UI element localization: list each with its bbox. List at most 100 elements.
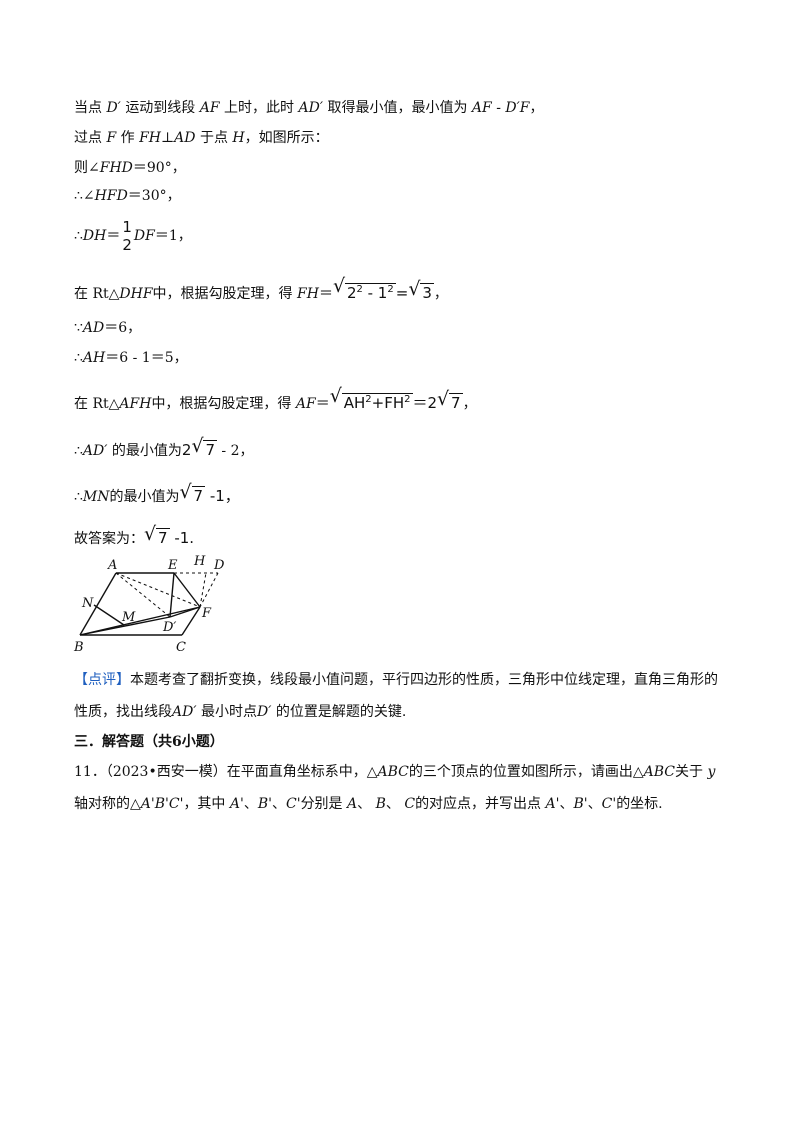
solution-line-8: ∴AH＝6 - 1＝5， [74, 348, 188, 368]
text: ∴ [74, 228, 83, 244]
var: D′ [256, 704, 272, 720]
sqrt-expression: 22 - 12 [333, 276, 396, 303]
denominator: 2 [122, 236, 132, 254]
solution-line-9: 在 Rt△AFH中，根据勾股定理，得 AF＝AH2+FH2＝27， [74, 386, 477, 414]
text: 、 [357, 796, 372, 812]
solution-line-2: 过点 F 作 FH⊥AD 于点 H，如图所示： [74, 128, 329, 148]
var: B [375, 796, 386, 812]
text: ＝90°， [132, 160, 186, 176]
text: 本题考查了翻折变换，线段最小值问题，平行四边形的性质，三角形中位线定理，直角三角… [130, 672, 718, 688]
var: H [232, 130, 245, 146]
text: ∴ [74, 350, 83, 366]
text: 、 [385, 796, 400, 812]
term: 2 [346, 284, 357, 302]
text: -1. [169, 529, 195, 547]
text: 的三个顶点的位置如图所示，请画出△ [408, 764, 644, 780]
solution-line-3: 则∠FHD＝90°， [74, 158, 186, 178]
label-B: B [73, 640, 84, 655]
var: HFD [94, 188, 128, 204]
text: 的最小值为 [109, 489, 180, 505]
text: ∴∠ [74, 188, 95, 204]
exponent: 2 [404, 394, 411, 405]
text: 作 [120, 130, 135, 146]
radicand: 7 [191, 486, 206, 505]
solution-line-1: 当点 D′ 运动到线段 AF 上时，此时 AD′ 取得最小值，最小值为 AF -… [74, 98, 544, 118]
text: 于点 [199, 130, 228, 146]
label-N: N [81, 596, 94, 611]
segment-NM [93, 604, 125, 626]
text: ＝ [315, 396, 330, 412]
text: 则∠ [74, 160, 100, 176]
text: 中，根据勾股定理，得 [152, 286, 293, 302]
sqrt-7: 7 [180, 482, 206, 506]
text: 当点 [74, 100, 102, 116]
label-D-prime: D′ [162, 620, 176, 635]
var: C [404, 796, 416, 812]
text: ＝ [318, 286, 333, 302]
radicand: 7 [449, 393, 463, 412]
text: 的坐标. [616, 796, 663, 812]
label-A: A [107, 558, 117, 573]
exponent: 2 [356, 284, 363, 295]
text: 取得最小值，最小值为 [327, 100, 468, 116]
problem-line-2: 轴对称的△A'B'C'，其中 A'、B'、C'分别是 A、 B、 C的对应点，并… [74, 794, 663, 814]
text: ＝30°， [127, 188, 181, 204]
sqrt-7: 7 [191, 436, 217, 460]
solution-line-10: ∴AD′ 的最小值为27 - 2， [74, 436, 254, 461]
label-D: D [213, 558, 225, 573]
text: 、 [243, 796, 258, 812]
var: C' [601, 796, 617, 812]
text: ， [529, 100, 544, 116]
var: AF [295, 396, 316, 412]
exponent: 2 [365, 394, 372, 405]
segment-CF [181, 606, 201, 636]
text: ＝6 - 1＝5， [105, 350, 188, 366]
segment-BF [79, 606, 201, 636]
label-M: M [121, 610, 136, 625]
label-E: E [167, 558, 178, 573]
sqrt-7: 7 [437, 389, 463, 413]
text: 分别是 [300, 796, 343, 812]
text: 、 [587, 796, 602, 812]
segment-DF-dashed [199, 572, 219, 608]
text: 、 [272, 796, 286, 812]
text: 关于 [674, 764, 703, 780]
radicand: 7 [156, 528, 170, 547]
var: MN [82, 489, 110, 505]
var: FHD [99, 160, 133, 176]
var: C' [286, 796, 301, 812]
var: AF - D′F [471, 100, 530, 116]
text: ∴ [74, 443, 83, 459]
label-H: H [193, 555, 206, 569]
term: +FH [371, 394, 405, 412]
term: - 1 [362, 284, 388, 302]
segment-EF [173, 572, 201, 608]
text: 性质，找出线段 [74, 704, 172, 720]
text: 在 Rt△ [74, 396, 120, 412]
exponent: 2 [387, 284, 394, 295]
numerator: 1 [122, 218, 132, 236]
solution-line-6: 在 Rt△DHF中，根据勾股定理，得 FH＝22 - 12=3， [74, 276, 448, 304]
segment-AB [79, 572, 117, 636]
text: 故答案为： [74, 531, 144, 547]
label-C: C [176, 640, 186, 655]
equals: ＝2 [412, 394, 438, 412]
var: A' [545, 796, 560, 812]
text: ， [462, 396, 477, 412]
problem-line-1: 11．（2023•西安一模）在平面直角坐标系中，△ABC的三个顶点的位置如图所示… [74, 762, 715, 782]
text: ，如图所示： [244, 130, 329, 146]
var: B' [257, 796, 272, 812]
text: 轴对称的△ [74, 796, 141, 812]
var: A'B'C' [140, 796, 184, 812]
radicand: AH2+FH2 [341, 393, 413, 412]
sqrt-7: 7 [144, 524, 170, 548]
text: 上时，此时 [224, 100, 295, 116]
var: A [347, 796, 358, 812]
radicand: 22 - 12 [344, 283, 396, 302]
radicand: 3 [420, 283, 434, 302]
text: -1， [205, 487, 240, 505]
text: 的位置是解题的关键. [275, 704, 407, 720]
